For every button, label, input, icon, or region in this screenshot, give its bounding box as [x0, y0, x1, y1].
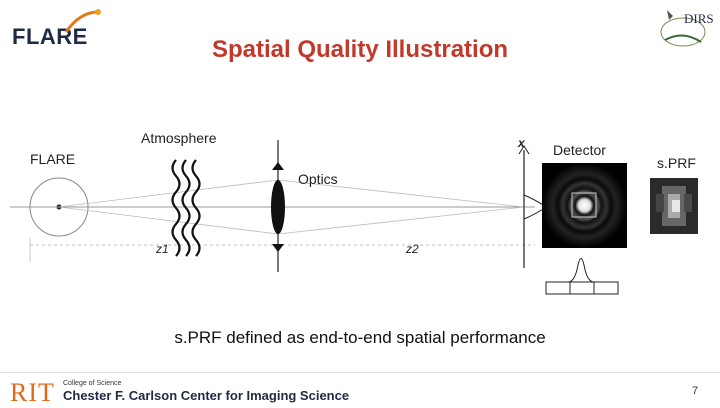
pixel-outline	[571, 192, 597, 218]
lens-icon	[271, 180, 285, 234]
ray-lower	[58, 206, 279, 235]
optics-label: Optics	[298, 171, 338, 187]
sprf-label: s.PRF	[657, 155, 696, 171]
page-number: 7	[692, 385, 699, 397]
pixel-bar	[545, 281, 619, 295]
college-label: College of Science	[63, 380, 122, 387]
center-label: Chester F. Carlson Center for Imaging Sc…	[63, 388, 350, 403]
source-label: FLARE	[30, 151, 76, 167]
ray-lower-converge	[277, 206, 525, 235]
ray-upper-converge	[277, 179, 525, 208]
flare-logo: FLARE	[12, 24, 88, 49]
ray-upper	[58, 179, 279, 208]
spatial-quality-diagram	[10, 140, 698, 295]
atmosphere-turbulence-icon	[171, 159, 201, 257]
z1-label: z1	[156, 242, 169, 256]
z2-label: z2	[406, 242, 419, 256]
dirs-logo-icon	[660, 10, 706, 47]
x-axis-label: x	[518, 136, 525, 150]
footer-divider	[0, 372, 720, 373]
detector-label: Detector	[553, 142, 606, 158]
psf-lateral-profile	[548, 258, 616, 283]
slide-title: Spatial Quality Illustration	[211, 36, 509, 63]
slide-caption: s.PRF defined as end-to-end spatial perf…	[174, 328, 546, 347]
dirs-logo-text: DIRS	[684, 11, 714, 26]
atmosphere-label: Atmosphere	[141, 130, 217, 146]
rit-logo: RIT	[10, 378, 55, 407]
sprf-image	[650, 178, 698, 234]
flare-logo-flare-mark	[64, 9, 101, 33]
